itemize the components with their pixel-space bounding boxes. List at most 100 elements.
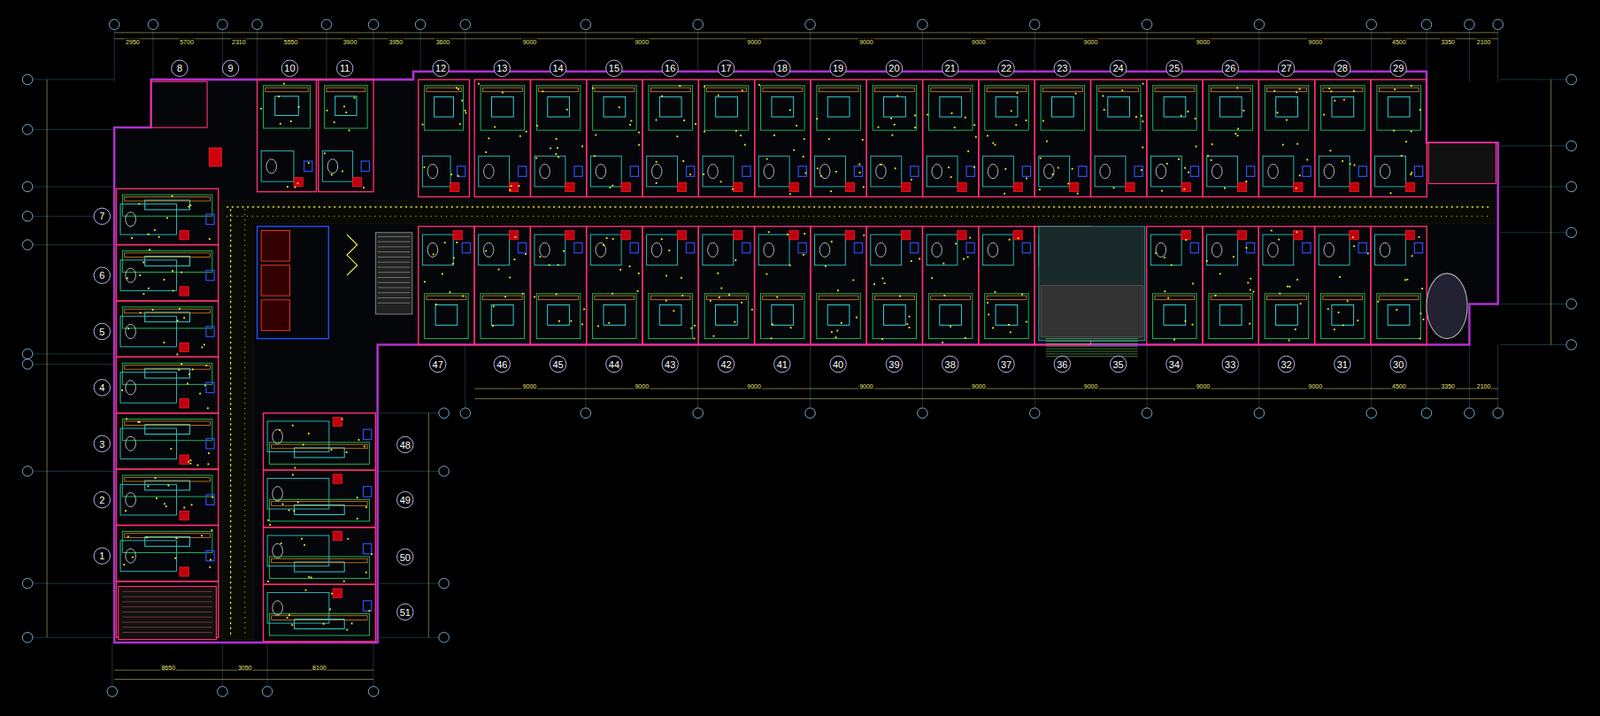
room-wall (698, 226, 754, 346)
axis-bubble (438, 577, 450, 589)
fixture-mark (1277, 238, 1280, 241)
stair-tread (122, 621, 212, 623)
fixture-mark (964, 337, 967, 339)
fixture-mark (768, 230, 770, 233)
bathroom (120, 484, 177, 516)
axis-bubble (1253, 19, 1265, 31)
room-bubble (998, 60, 1015, 77)
fixture-mark (840, 322, 843, 324)
fixture-mark (1296, 143, 1299, 146)
fixture-mark (1299, 174, 1301, 177)
wc-symbol (427, 242, 439, 257)
headboard (1267, 295, 1308, 300)
bed-cover (884, 96, 907, 117)
wc-symbol (931, 242, 943, 257)
fixture-mark (1405, 140, 1408, 143)
fixture-mark (1183, 188, 1185, 191)
fixture-mark (525, 130, 528, 133)
fixture-mark (951, 112, 954, 115)
bathroom (646, 234, 678, 266)
room-number: 13 (496, 63, 508, 74)
fixture-mark (1232, 255, 1235, 258)
axis-bubble (1566, 339, 1577, 351)
fixture-mark (517, 184, 520, 187)
fixture-mark (914, 126, 916, 129)
fixture-mark (455, 86, 458, 89)
room-wall (474, 226, 531, 346)
fixture-mark (1135, 115, 1138, 118)
closet (910, 166, 919, 177)
axis-bubble (580, 19, 592, 31)
fixture-mark (176, 319, 179, 322)
fixture-mark (555, 293, 558, 296)
headboard (271, 558, 368, 563)
bed-outline (480, 293, 524, 339)
lighting-line (230, 208, 231, 638)
closet (853, 166, 862, 177)
closet (966, 166, 975, 177)
wc-symbol (1155, 164, 1167, 179)
lobby-floor (1040, 285, 1143, 338)
wc-symbol (651, 164, 662, 179)
fixture-mark (121, 389, 124, 392)
wc-symbol (707, 164, 719, 179)
headboard (426, 295, 467, 300)
fixture-mark (524, 253, 527, 255)
room-wall (262, 413, 376, 471)
headboard (818, 295, 859, 300)
axis-bubble (22, 632, 33, 644)
bathroom (1207, 234, 1239, 266)
bathroom (478, 155, 510, 187)
fixture-mark (1237, 134, 1239, 137)
headboard (124, 196, 211, 201)
fixture-mark (297, 182, 300, 185)
fixture-mark (1353, 164, 1356, 167)
bed-cover (883, 305, 906, 326)
fixture-mark (1327, 307, 1330, 310)
room-number: 31 (1337, 359, 1348, 370)
axis-line (373, 30, 375, 83)
room-wall (1202, 79, 1259, 198)
fixture-mark (208, 238, 211, 240)
entry-steps (1046, 340, 1139, 342)
wc-symbol (539, 164, 551, 179)
axis-bubble (805, 19, 816, 31)
closet (630, 166, 639, 177)
duct-mark (1181, 230, 1191, 239)
fixture-mark (881, 277, 884, 280)
fixture-mark (668, 249, 670, 252)
fixture-mark (558, 320, 561, 323)
dimension-text: 9000 (970, 38, 987, 46)
fixture-mark (735, 130, 738, 132)
fixture-mark (1009, 330, 1012, 333)
duct-mark (1293, 230, 1303, 239)
bed-outline (984, 293, 1029, 339)
axis-bubble (261, 686, 273, 698)
fixture-mark (127, 327, 130, 330)
fixture-mark (1184, 238, 1187, 241)
fixture-mark (554, 153, 557, 155)
room-bubble (281, 60, 298, 77)
axis-line (377, 637, 439, 639)
fixture-mark (789, 192, 792, 195)
fixture-mark (896, 94, 899, 97)
duct-mark (789, 230, 799, 239)
fixture-mark (510, 184, 513, 187)
fixture-mark (203, 344, 206, 347)
fixture-mark (346, 451, 348, 454)
stair-tread (377, 271, 411, 273)
bed-cover (827, 96, 850, 117)
axis-line (1146, 345, 1148, 408)
room-number: 21 (945, 63, 956, 74)
bed-outline (761, 85, 805, 131)
fixture-mark (1219, 273, 1222, 276)
fixture-mark (899, 295, 901, 298)
fixture-mark (146, 536, 148, 539)
entry-steps (1046, 346, 1139, 347)
fixture-mark (986, 301, 989, 304)
bed-cover (145, 368, 191, 378)
room-number: 29 (1392, 63, 1404, 74)
room-number: 38 (945, 359, 956, 370)
fixture-mark (1223, 187, 1226, 190)
bed-outline (324, 85, 368, 129)
